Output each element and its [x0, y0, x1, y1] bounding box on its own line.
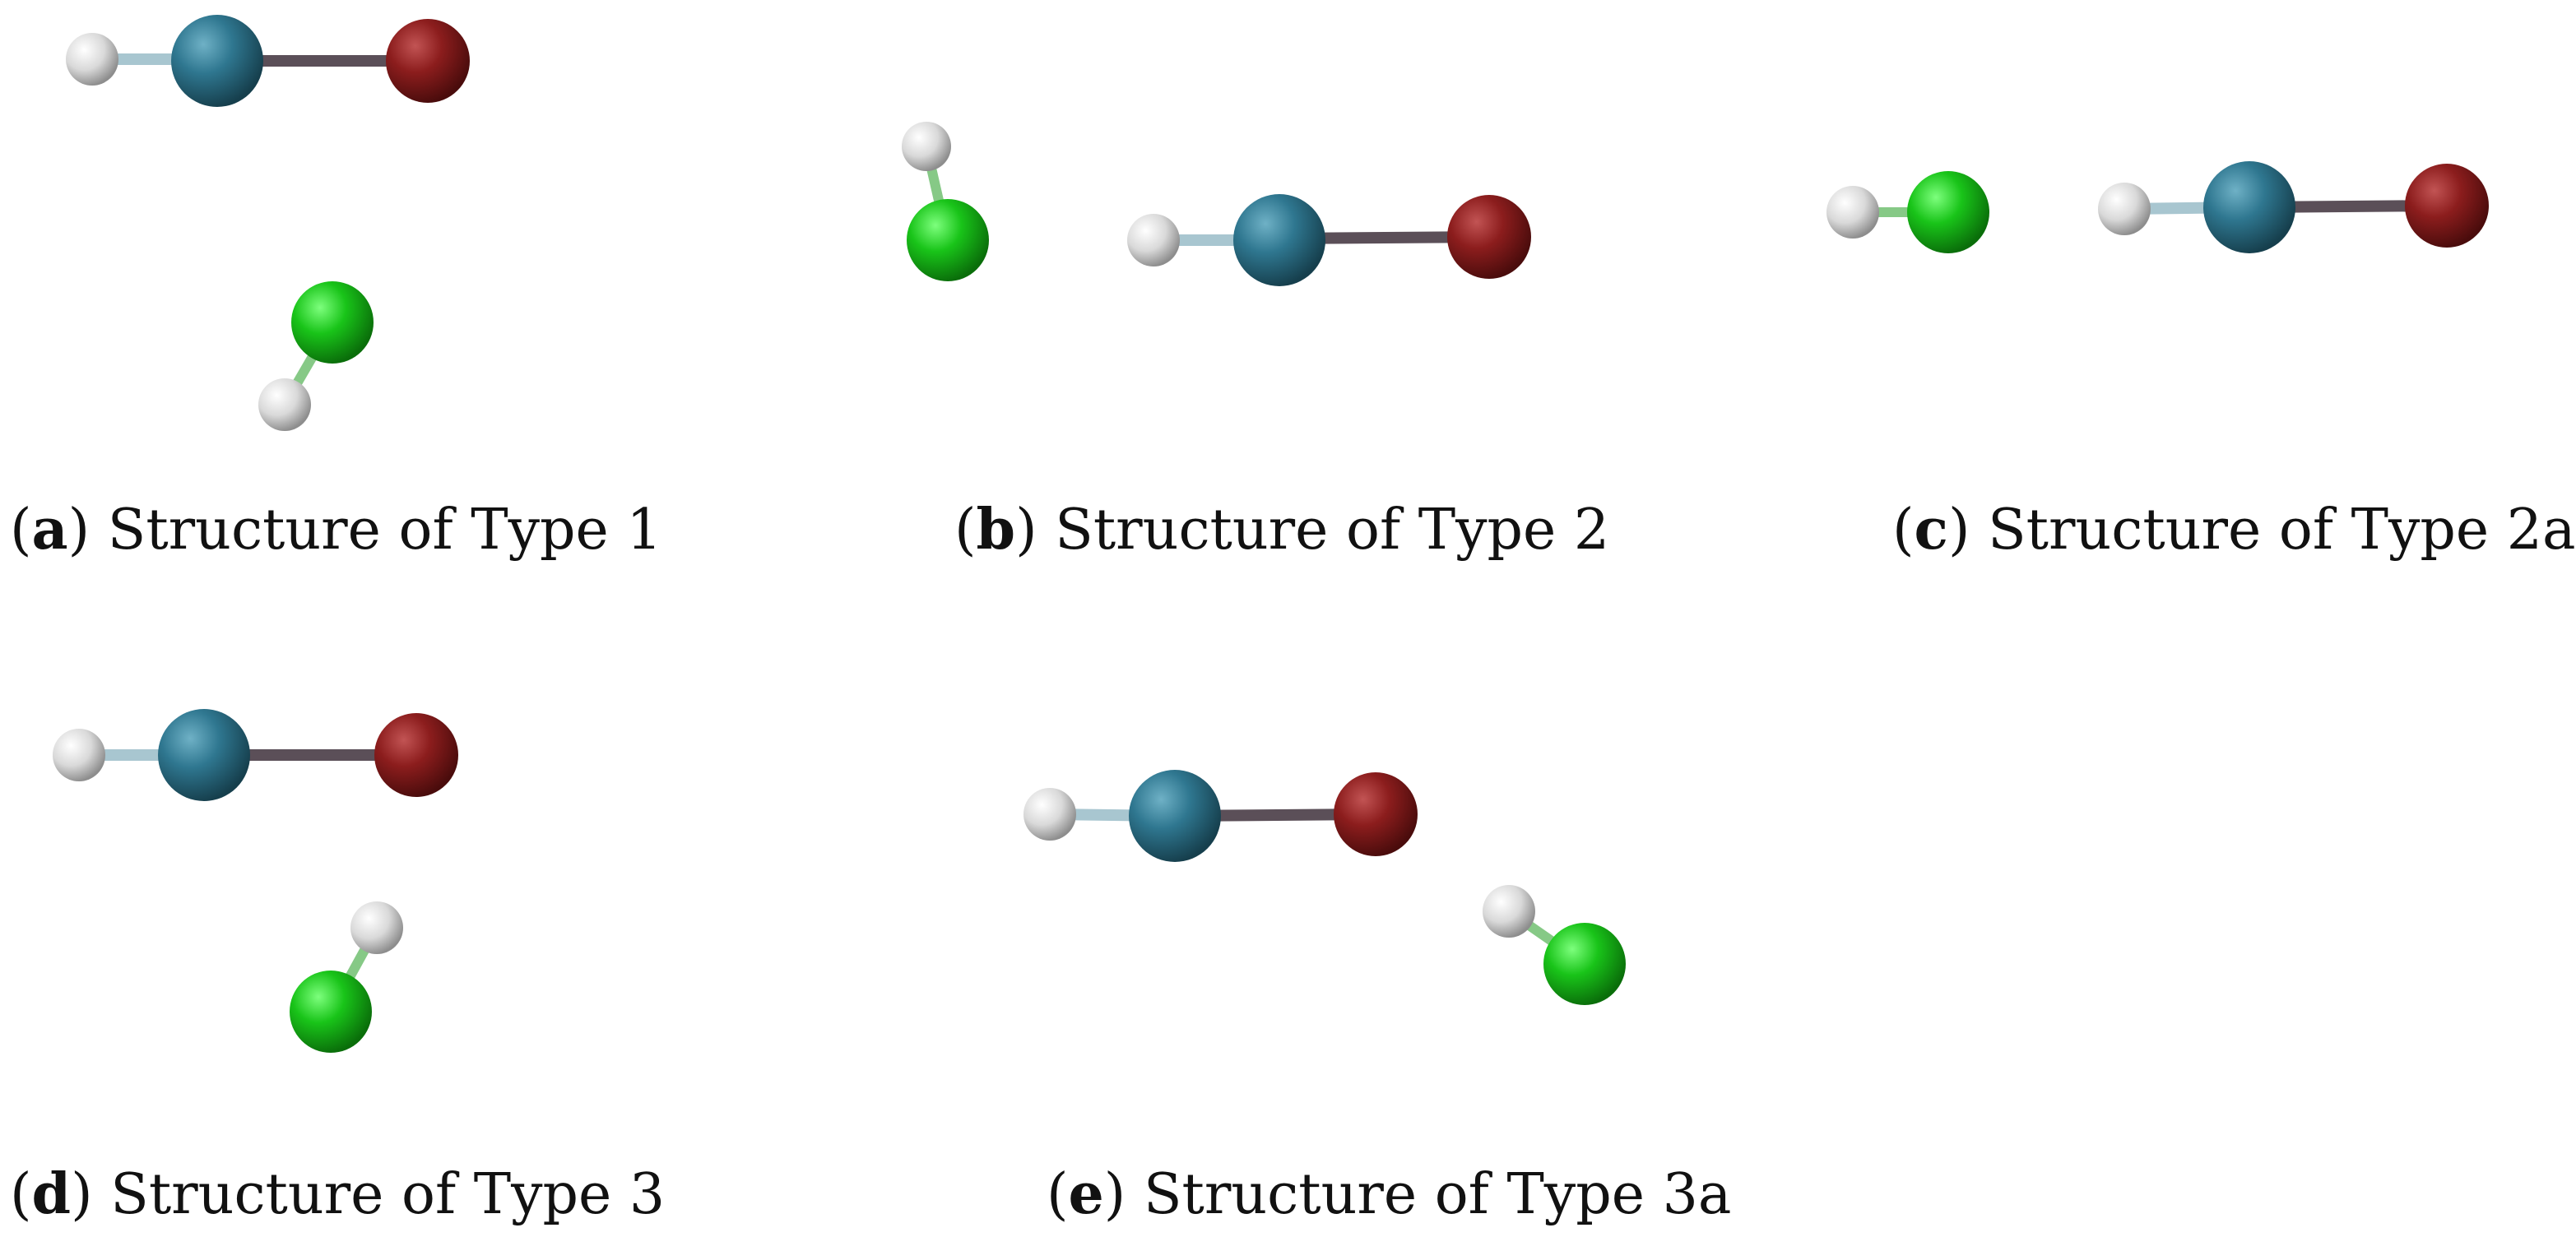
oxygen-atom — [386, 19, 470, 103]
carbon-atom — [1129, 770, 1221, 862]
chlorine-atom — [1543, 923, 1626, 1005]
hco-molecule — [2098, 161, 2489, 253]
hydrogen-atom — [53, 729, 105, 781]
hydrogen-atom — [1023, 788, 1076, 841]
oxygen-atom — [1447, 195, 1531, 279]
caption-panel-a: (a) Structure of Type 1 — [10, 497, 662, 563]
hydrogen-atom — [902, 122, 951, 171]
hco-molecule — [66, 15, 470, 107]
panel-letter: c — [1914, 497, 1948, 563]
hydrogen-atom — [2098, 183, 2151, 235]
hydrogen-atom — [1483, 885, 1535, 938]
caption-panel-e: (e) Structure of Type 3a — [1047, 1161, 1732, 1227]
oxygen-atom — [1334, 772, 1418, 856]
panel-letter: e — [1068, 1161, 1104, 1227]
panel-b-structure — [902, 122, 1531, 286]
carbon-atom — [171, 15, 263, 107]
caption-panel-c: (c) Structure of Type 2a — [1892, 497, 2576, 563]
hcl-molecule — [902, 122, 989, 281]
panel-c-structure — [1826, 161, 2489, 253]
oxygen-atom — [374, 713, 458, 797]
caption-text: Structure of Type 1 — [107, 498, 662, 563]
hcl-molecule — [258, 281, 374, 431]
hydrogen-atom — [1826, 186, 1879, 239]
caption-text: Structure of Type 2a — [1988, 498, 2576, 563]
panel-e-structure — [1023, 770, 1626, 1005]
panel-letter: d — [31, 1161, 72, 1227]
caption-panel-d: (d) Structure of Type 3 — [10, 1161, 666, 1227]
hco-molecule — [1127, 194, 1531, 286]
chlorine-atom — [1907, 171, 1989, 253]
caption-text: Structure of Type 2 — [1055, 498, 1610, 563]
carbon-atom — [2203, 161, 2295, 253]
hcl-molecule — [290, 901, 403, 1053]
chlorine-atom — [907, 199, 989, 281]
panel-letter: b — [976, 497, 1016, 563]
carbon-atom — [1233, 194, 1325, 286]
chlorine-atom — [291, 281, 374, 364]
hydrogen-atom — [66, 33, 118, 86]
hydrogen-atom — [258, 378, 311, 431]
hco-molecule — [53, 709, 458, 801]
chlorine-atom — [290, 971, 372, 1053]
oxygen-atom — [2405, 164, 2489, 248]
caption-text: Structure of Type 3 — [110, 1162, 666, 1227]
caption-panel-b: (b) Structure of Type 2 — [954, 497, 1610, 563]
hcl-molecule — [1826, 171, 1989, 253]
panel-a-structure — [66, 15, 470, 431]
carbon-atom — [158, 709, 250, 801]
hydrogen-atom — [350, 901, 403, 954]
panel-d-structure — [53, 709, 458, 1053]
hco-molecule — [1023, 770, 1418, 862]
panel-letter: a — [31, 497, 68, 563]
caption-text: Structure of Type 3a — [1143, 1162, 1732, 1227]
hcl-molecule — [1483, 885, 1626, 1005]
hydrogen-atom — [1127, 214, 1180, 266]
